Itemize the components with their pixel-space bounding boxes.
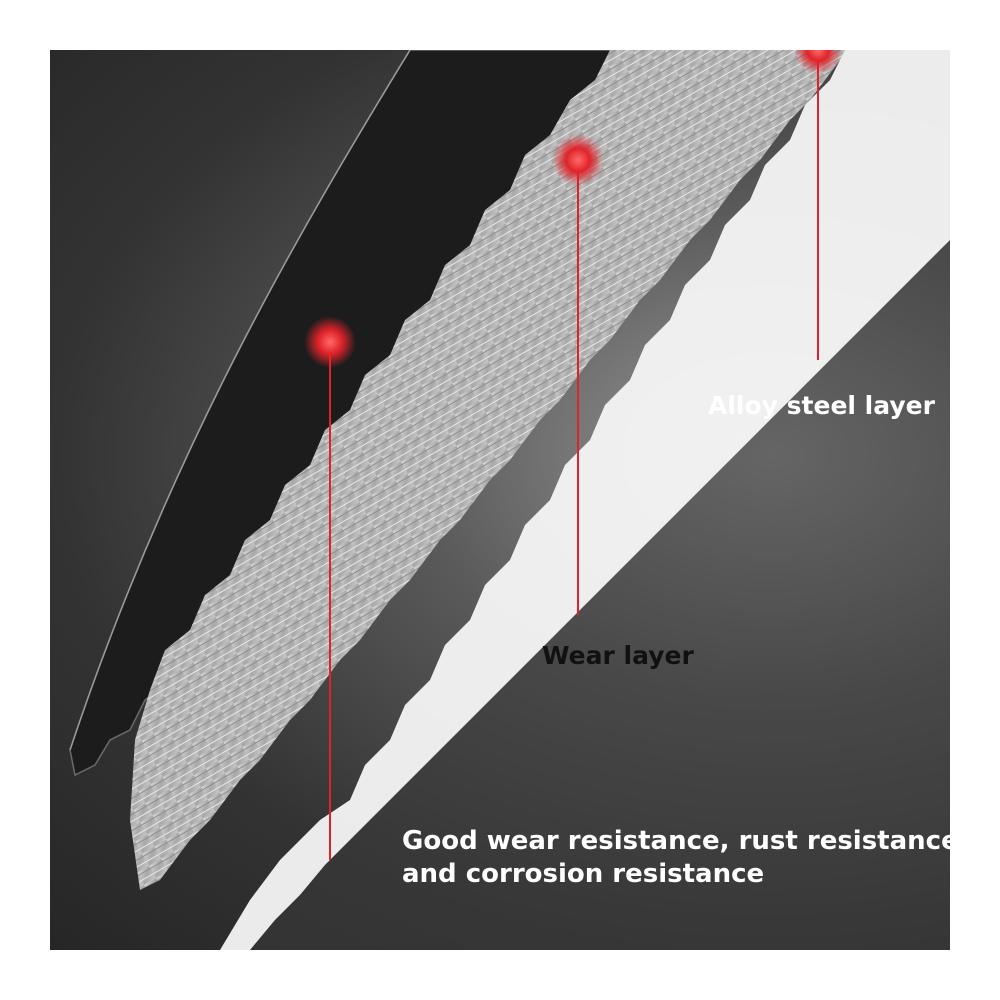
polished-alloy-steel-layer (220, 50, 950, 950)
saw-blade-illustration (69, 50, 950, 950)
polished-layer-shade (250, 240, 950, 950)
resistance-caption: Good wear resistance, rust resistance an… (402, 825, 950, 890)
resistance-caption-line-2: and corrosion resistance (402, 858, 765, 889)
resistance-caption-line-1: Good wear resistance, rust resistance (402, 826, 950, 856)
brushed-wear-layer (130, 50, 845, 890)
wear-layer-label: Wear layer (542, 641, 694, 670)
product-image-frame: Alloy steel layer Wear layer Good wear r… (50, 50, 950, 950)
marker-dot-wear (552, 134, 604, 186)
marker-dot-alloy (794, 50, 842, 74)
marker-dot-good (304, 316, 356, 368)
alloy-steel-layer-label: Alloy steel layer (708, 391, 935, 420)
blade-edge-highlight (69, 50, 411, 751)
